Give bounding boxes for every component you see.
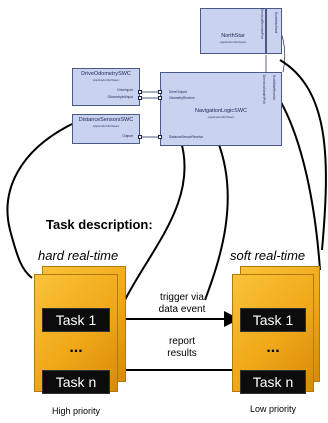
nav-northstar-receive-label: NorthStarReceive [272, 75, 276, 101]
curve-north-to-right [279, 59, 327, 251]
right-task-dots: ... [266, 339, 280, 356]
northstar-subtitle: ApplicationSoftware [219, 40, 247, 44]
navigation-logic-component[interactable]: DriveOutport OdometryReceive DistanceSen… [160, 72, 282, 146]
nav-direction-sender-label: DirectionSenderPort [262, 75, 266, 104]
northstar-port-strip: NorthStarSend [266, 8, 282, 54]
nav-odometry-receive-label: OdometryReceive [169, 96, 195, 100]
drive-out-port [138, 90, 142, 94]
odometry-init-label: OdometryInitInput [107, 95, 133, 99]
high-priority-label: High priority [51, 406, 100, 416]
trigger-edge-label: trigger via data event [158, 292, 206, 315]
curve-nav-center [204, 141, 229, 301]
distance-sensors-title: DistanceSensorsSWC [78, 117, 134, 123]
northstar-component[interactable]: NorthStar ApplicationSoftware [200, 8, 266, 54]
nav-distance-receive-label: DistanceSensorReceive [169, 135, 204, 139]
hard-real-time-label: hard real-time [38, 248, 119, 263]
northstar-send-port-label: NorthStarSend [274, 12, 278, 34]
mapping-curves [6, 59, 327, 301]
distance-out-port [138, 135, 142, 139]
task-description-heading: Task description: [46, 217, 153, 232]
right-task-n[interactable]: Task n [240, 370, 306, 394]
nav-drive-in-port [158, 90, 162, 94]
low-priority-label: Low priority [249, 404, 296, 414]
drive-odometry-title: DriveOdometrySWC [81, 71, 131, 77]
left-task-n[interactable]: Task n [42, 370, 110, 394]
navigation-logic-subtitle: ApplicationSoftware [207, 115, 235, 119]
drive-odometry-subtitle: ApplicationSoftware [92, 78, 120, 82]
odometry-out-port [138, 96, 142, 100]
curve-nav-to-left [124, 137, 186, 301]
soft-real-time-label: soft real-time [230, 248, 306, 263]
nav-distance-in-port [158, 135, 162, 139]
report-edge-label: report results [167, 336, 197, 359]
navigation-logic-title: NavigationLogicSWC [195, 108, 247, 114]
nav-odometry-in-port [158, 96, 162, 100]
right-task-1[interactable]: Task 1 [240, 308, 306, 332]
distance-outport-label: Outport [122, 134, 133, 138]
distance-sensors-subtitle: ApplicationSoftware [92, 124, 120, 128]
left-task-dots: ... [69, 339, 83, 356]
drive-odometry-component[interactable]: DriveOdometrySWC ApplicationSoftware Dri… [72, 68, 140, 106]
curve-distance-to-left [6, 123, 73, 279]
nav-drive-outport-label: DriveOutport [169, 90, 188, 94]
distance-sensors-component[interactable]: DistanceSensorsSWC ApplicationSoftware O… [72, 114, 140, 144]
left-task-1[interactable]: Task 1 [42, 308, 110, 332]
drive-inport-label: DriveInport [117, 88, 133, 92]
report-arrow [110, 366, 236, 382]
northstar-direction-port-label: DirectionReceiverPort [260, 8, 264, 40]
northstar-title: NorthStar [221, 33, 245, 39]
